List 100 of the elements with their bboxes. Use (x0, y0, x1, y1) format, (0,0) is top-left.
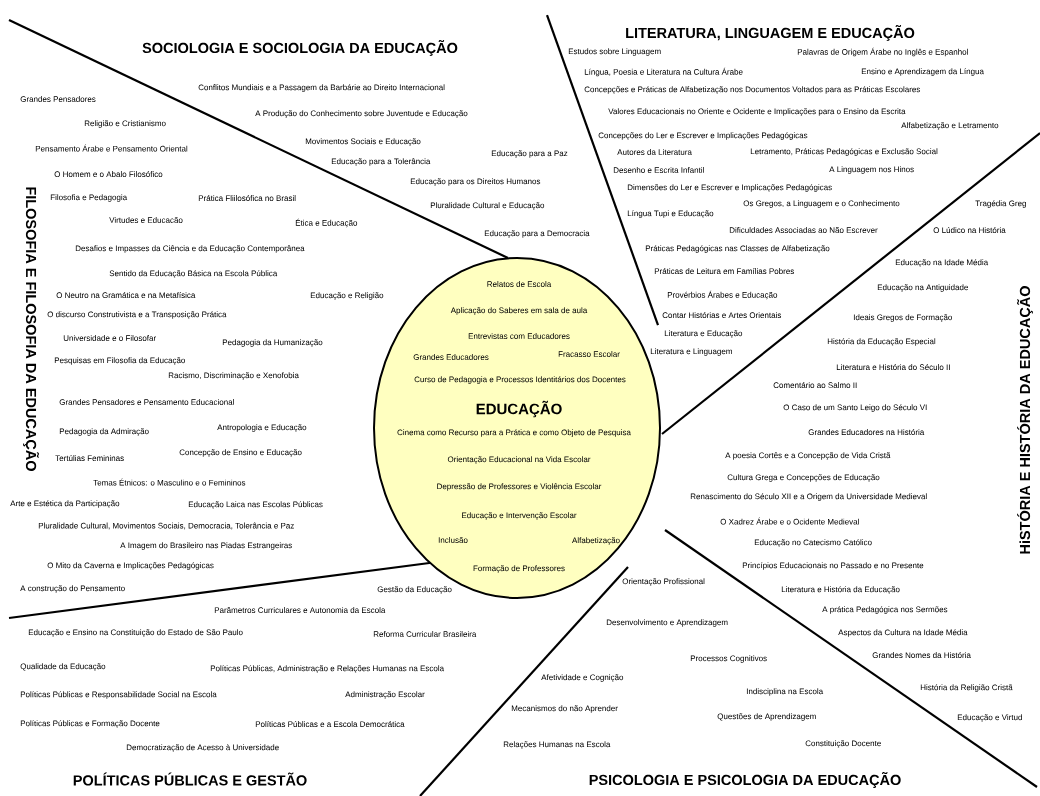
topic-text: Educação e Religião (310, 292, 384, 300)
topic-text: Educação para os Direitos Humanos (410, 178, 541, 186)
topic-text: Aplicação do Saberes em sala de aula (450, 307, 588, 315)
topic-text: História da Educação Especial (827, 338, 936, 346)
topic-text: Língua Tupi e Educação (627, 210, 714, 218)
topic-text: Conflitos Mundiais e a Passagem da Barbárie ao Direito Internacional (198, 84, 445, 92)
topic-text: Gestão da Educação (377, 586, 452, 594)
topic-text: Prática Fliilosófica no Brasil (198, 195, 296, 201)
topic-text: Concepção de Ensino e Educação (179, 449, 302, 457)
topic-text: Grandes Pensadores (20, 96, 96, 102)
topic-text: Concepções do Ler e Escrever e Implicações Pedagógicas (598, 132, 808, 140)
topic-text: O Lúdico na História (933, 227, 1006, 233)
topic-text: Pedagogia da Admiração (59, 428, 149, 436)
topic-text: Antropologia e Educação (217, 424, 307, 432)
topic-text: Práticas de Leitura em Famílias Pobres (654, 268, 794, 274)
topic-text: Orientação Profissional (622, 578, 705, 586)
topic-text: Tragédia Greg (975, 200, 1026, 208)
topic-text: Democratização de Acesso à Universidade (126, 744, 279, 752)
section-title: HiSTÓRIA E HISTÓRIA DA EDUCAÇÃO (1017, 286, 1033, 554)
topic-text: Desenho e Escrita Infantil (613, 167, 704, 173)
topic-text: Educação Laica nas Escolas Públicas (188, 501, 323, 509)
topic-text: Pedagogia da Humanização (222, 339, 323, 347)
topic-text: Políticas Públicas e Responsabilidade Social na Escola (20, 691, 217, 699)
topic-text: Grandes Nomes da História (872, 652, 971, 658)
topic-text: Filosofia e Pedagogia (50, 194, 128, 202)
topic-text: Educação e Intervenção Escolar (462, 512, 577, 520)
topic-text: Políticas Públicas e Formação Docente (20, 720, 160, 728)
topic-text: Autores da Literatura (617, 149, 692, 155)
topic-text: Políticas Públicas, Administração e Relações Humanas na Escola (210, 665, 445, 673)
topic-text: O Xadrez Árabe e o Ocidente Medieval (720, 517, 859, 525)
topic-text: Alfabetização e Letramento (901, 122, 999, 130)
topic-text: Qualidade da Educação (20, 663, 106, 671)
topic-text: Literatura e História da Educação (781, 586, 900, 594)
topic-text: Educação na Idade Média (895, 259, 989, 267)
topic-text: Sentido da Educação Básica na Escola Pública (109, 270, 278, 278)
topic-text: Desenvolvimento e Aprendizagem (606, 619, 728, 627)
topic-text: Temas Étnicos: o Masculino e o Femininos (93, 478, 246, 486)
topic-text: Grandes Educadores na História (808, 429, 925, 435)
section-title: FILOSOFIA E FILOSOFIA DA EDUCAÇÃO (23, 187, 39, 471)
topic-text: Constituição Docente (805, 740, 881, 748)
topic-text: Estudos sobre Linguagem (568, 48, 661, 56)
topic-text: A Linguagem nos Hinos (829, 166, 914, 174)
topic-text: A poesia Cortês e a Concepção de Vida Cristã (725, 452, 891, 460)
topic-text: Pensamento Árabe e Pensamento Oriental (35, 144, 188, 152)
topic-text: Comentário ao Salmo II (773, 382, 857, 388)
section-title: LITERATURA, LINGUAGEM E EDUCAÇÃO (626, 25, 915, 41)
topic-text: Educação e Ensino na Constituição do Estado de São Paulo (28, 629, 243, 637)
topic-text: Inclusão (438, 537, 468, 543)
topic-text: Relatos de Escola (487, 281, 552, 287)
topic-text: Afetividade e Cognição (541, 674, 624, 682)
topic-text: Universidade e o Filosofar (63, 335, 156, 341)
topic-text: Literatura e Linguagem (650, 348, 732, 356)
topic-text: Políticas Públicas e a Escola Democrática (255, 721, 405, 727)
topic-text: Práticas Pedagógicas nas Classes de Alfabetização (645, 245, 830, 253)
topic-text: Pesquisas em Filosofia da Educação (54, 357, 186, 365)
topic-text: Pluralidade Cultural e Educação (430, 202, 545, 210)
topic-text: Ideais Gregos de Formação (853, 314, 952, 322)
topic-text: Depressão de Professores e Violência Escolar (437, 483, 602, 491)
topic-text: Educação na Antiguidade (877, 284, 968, 292)
topic-text: Ensino e Aprendizagem da Língua (861, 68, 984, 76)
topic-text: Mecanismos do não Aprender (511, 705, 618, 713)
section-title: POLÍTICAS PÚBLICAS E GESTÃO (73, 772, 307, 786)
topic-text: Entrevistas com Educadores (468, 333, 570, 339)
topic-text: Princípios Educacionais no Passado e no Presente (742, 562, 924, 570)
topic-text: O Caso de um Santo Leigo do Século VI (783, 404, 927, 412)
topic-text: Arte e Estética da Participação (10, 500, 120, 508)
topic-text: Cultura Grega e Concepções de Educação (727, 474, 880, 482)
circle-heading: EDUCAÇÃO (476, 400, 562, 418)
topic-text: Administração Escolar (345, 691, 425, 699)
topic-text: Formação de Professores (473, 565, 565, 573)
section-title: PSICOLOGIA E PSICOLOGIA DA EDUCAÇÃO (589, 772, 901, 788)
topic-text: Educação no Catecismo Católico (754, 539, 872, 547)
topic-text: Palavras de Origem Árabe no Inglês e Espanhol (797, 47, 968, 57)
topic-text: Educação para a Paz (491, 150, 568, 158)
section-title: SOCIOLOGIA E SOCIOLOGIA DA EDUCAÇÃO (142, 40, 458, 56)
topic-text: Relações Humanas na Escola (503, 741, 611, 749)
topic-text: Indisciplina na Escola (746, 688, 824, 696)
topic-text: Questões de Aprendizagem (717, 713, 816, 721)
topic-text: Provérbios Árabes e Educação (667, 290, 778, 300)
topic-text: Reforma Curricular Brasileira (373, 631, 477, 637)
topic-text: Desafios e Impasses da Ciência e da Educação Contemporânea (75, 245, 305, 253)
topic-text: Valores Educacionais no Oriente e Ocidente e Implicações para o Ensino da Escrita (608, 108, 906, 116)
topic-text: Racismo, Discriminação e Xenofobia (168, 372, 299, 380)
topic-text: Dificuldades Associadas ao Não Escrever (729, 227, 878, 233)
topic-text: Educação e Virtud (957, 714, 1022, 722)
topic-text: Movimentos Sociais e Educação (305, 138, 421, 146)
topic-text: Tertúlias Femininas (55, 455, 124, 461)
topic-text: Grandes Educadores (413, 354, 489, 360)
topic-text: Concepções e Práticas de Alfabetização nos Documentos Voltados para as Práticas Escolares (584, 86, 921, 94)
topic-text: O Homem e o Abalo Filosófico (54, 171, 163, 177)
topic-text: O Neutro na Gramática e na Metafísica (56, 292, 196, 298)
topic-text: A prática Pedagógica nos Sermões (822, 606, 948, 614)
topic-text: A Produção do Conhecimento sobre Juventude e Educação (255, 110, 468, 118)
topic-text: O Mito da Caverna e Implicações Pedagógicas (47, 562, 214, 570)
topic-text: Virtudes e Educacão (109, 217, 183, 223)
topic-text: Curso de Pedagogia e Processos Identitários dos Docentes (414, 376, 626, 384)
topic-text: O discurso Construtivista e a Transposição Prática (47, 311, 227, 319)
topic-text: História da Religião Cristã (920, 684, 1013, 692)
topic-text: Educação para a Democracia (484, 230, 590, 238)
topic-text: Alfabetização (572, 537, 620, 545)
